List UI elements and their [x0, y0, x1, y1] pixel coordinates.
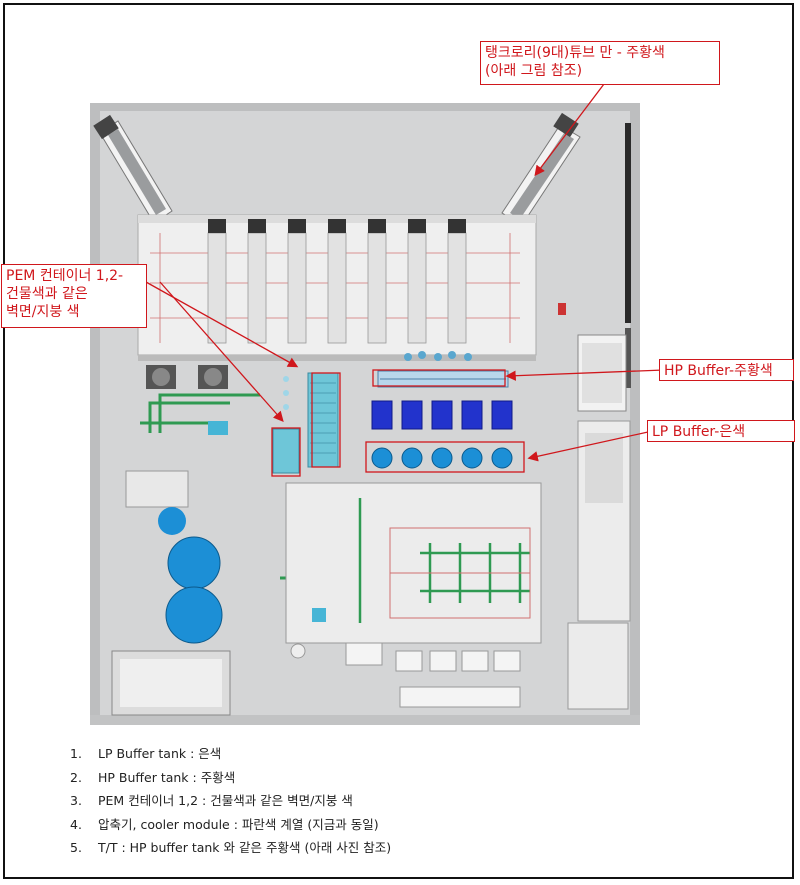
- legend-text: T/T : HP buffer tank 와 같은 주황색 (아래 사진 참조): [98, 840, 392, 855]
- callout-pem-line1: PEM 컨테이너 1,2-: [6, 268, 124, 284]
- legend-num: 3.: [70, 793, 82, 808]
- legend-num: 2.: [70, 769, 82, 785]
- callout-tube-trailer-line1: 탱크로리(9대)튜브 만 - 주황색: [485, 45, 665, 61]
- legend-text: PEM 컨테이너 1,2 : 건물색과 같은 벽면/지붕 색: [98, 793, 353, 808]
- callout-pem: PEM 컨테이너 1,2- 건물색과 같은 벽면/지붕 색: [1, 264, 147, 328]
- legend-item: 5. T/T : HP buffer tank 와 같은 주황색 (아래 사진 참…: [70, 836, 391, 860]
- compressors: [371, 400, 513, 430]
- legend-num: 5.: [70, 840, 82, 855]
- tube-trailer-tanks: [111, 470, 231, 716]
- callout-lp-buffer: LP Buffer-은색: [647, 420, 795, 442]
- callout-pem-line2: 건물색과 같은: [6, 286, 88, 302]
- callout-tube-trailer: 탱크로리(9대)튜브 만 - 주황색 (아래 그림 참조): [480, 41, 720, 85]
- site-plan: [90, 103, 640, 725]
- color-legend-list: 1. LP Buffer tank : 은색 2. HP Buffer tank :…: [70, 742, 391, 860]
- process-building: [285, 482, 542, 644]
- legend-num: 4.: [70, 816, 82, 832]
- site-plan-drawing: [90, 103, 640, 725]
- dispenser-building: [137, 214, 537, 361]
- legend-item: 3. PEM 컨테이너 1,2 : 건물색과 같은 벽면/지붕 색: [70, 789, 391, 813]
- legend-text: LP Buffer tank : 은색: [98, 746, 222, 761]
- legend-item: 4. 압축기, cooler module : 파란색 계열 (지금과 동일): [70, 813, 391, 837]
- bottom-dispensers: [345, 642, 521, 708]
- legend-text: 압축기, cooler module : 파란색 계열 (지금과 동일): [98, 816, 379, 832]
- callout-pem-line3: 벽면/지붕 색: [6, 304, 80, 320]
- tube-trailer-left: [93, 114, 173, 224]
- callout-tube-trailer-line2: (아래 그림 참조): [485, 63, 583, 79]
- legend-text: HP Buffer tank : 주황색: [98, 769, 236, 785]
- legend-item: 2. HP Buffer tank : 주황색: [70, 766, 391, 790]
- callout-hp-buffer: HP Buffer-주황색: [659, 359, 794, 381]
- legend-num: 1.: [70, 746, 82, 761]
- legend-item: 1. LP Buffer tank : 은색: [70, 742, 391, 766]
- callout-lp-buffer-text: LP Buffer-은색: [652, 424, 746, 440]
- hp-buffer-tanks: [377, 370, 509, 388]
- callout-hp-buffer-text: HP Buffer-주황색: [664, 363, 773, 379]
